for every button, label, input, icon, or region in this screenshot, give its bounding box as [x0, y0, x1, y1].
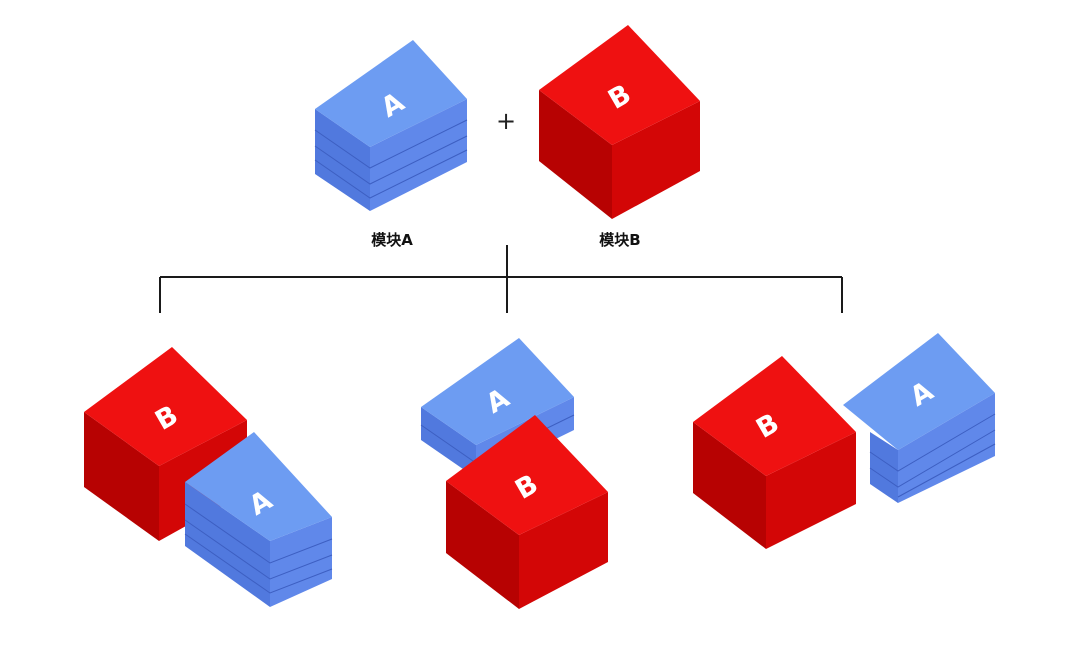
combo1-block-a: A [184, 432, 333, 607]
combo2-b-left-face [446, 481, 519, 609]
combo2-a-left-face [421, 407, 476, 478]
combo2-block-b: B [446, 415, 608, 609]
combo1-a-left-face [185, 482, 270, 607]
combo1-a-top-face [185, 432, 332, 541]
combination-3: A B [693, 333, 996, 549]
module-b-caption: 模块B [599, 231, 640, 249]
combo3-block-a: A [843, 333, 996, 503]
combo1-a-right-face [270, 517, 332, 607]
combo2-b-top-face [446, 415, 608, 535]
module-b-left-face [539, 90, 612, 219]
module-a-right-face [370, 99, 467, 211]
combination-2: A B [420, 338, 608, 609]
module-a-caption: 模块A [371, 231, 413, 249]
module-b-right-face [612, 101, 700, 219]
module-a-left-face [315, 109, 370, 211]
combination-1: B A [84, 347, 333, 607]
combo3-b-left-face [693, 422, 766, 549]
combo3-a-layer-lines [869, 413, 996, 498]
combo1-b-left-face [84, 412, 159, 541]
branch-connector [159, 245, 843, 313]
module-a-block: A [314, 40, 468, 211]
combo1-a-layer-lines [184, 503, 333, 594]
module-b-block: B [539, 25, 700, 219]
combo2-a-top-face [421, 338, 574, 445]
combo3-block-b: B [693, 356, 856, 549]
combo2-b-right-face [519, 492, 608, 609]
combo1-b-top-face [84, 347, 247, 466]
combo3-b-top-face [693, 356, 856, 476]
module-b-top-face [539, 25, 700, 145]
combo3-b-right-face [766, 432, 856, 549]
combo3-a-top-face [843, 333, 995, 450]
combo3-a-right-face [898, 393, 995, 503]
plus-operator: + [496, 107, 516, 135]
module-a-layer-lines [314, 119, 468, 199]
module-a-top-face [315, 40, 467, 147]
combo3-a-left-face [870, 432, 898, 503]
